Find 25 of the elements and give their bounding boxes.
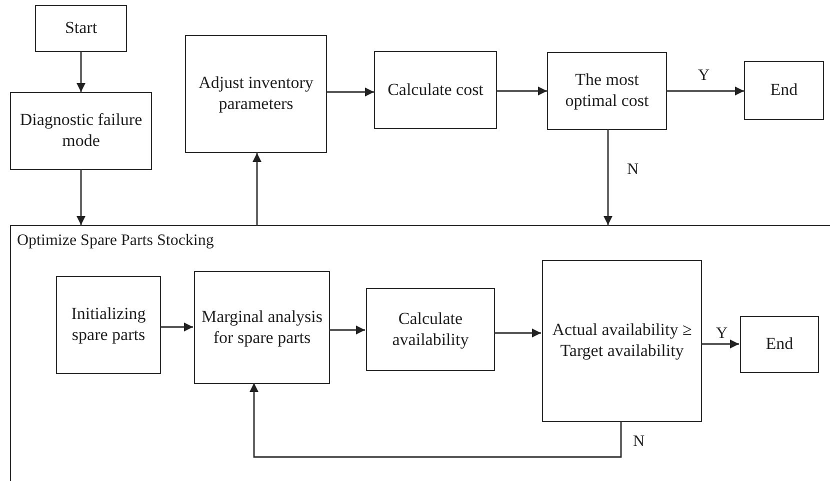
process-box: Adjust inventory parameters xyxy=(185,35,327,153)
process-box: Initializing spare parts xyxy=(56,276,161,374)
process-box: End xyxy=(740,316,819,373)
arrow xyxy=(329,326,365,334)
arrow xyxy=(76,170,86,225)
arrow xyxy=(250,383,622,458)
arrow xyxy=(252,153,262,225)
arrow xyxy=(494,328,541,338)
process-box: Start xyxy=(35,5,127,52)
arrow xyxy=(160,322,193,332)
process-box: The most optimal cost xyxy=(547,52,667,130)
process-box: End xyxy=(744,61,824,120)
arrow xyxy=(667,86,744,96)
process-box: Calculate availability xyxy=(366,288,495,371)
group-frame xyxy=(10,225,830,481)
arrow xyxy=(327,88,374,96)
arrow xyxy=(497,86,547,96)
arrow xyxy=(604,130,612,225)
group-title: Optimize Spare Parts Stocking xyxy=(17,232,214,250)
process-box: Calculate cost xyxy=(374,51,497,129)
process-box: Actual availability ≥ Target availability xyxy=(542,260,702,422)
process-box: Diagnostic failure mode xyxy=(10,92,152,170)
process-box: Marginal analysis for spare parts xyxy=(194,271,330,384)
arrow xyxy=(76,52,86,92)
arrow xyxy=(701,340,739,348)
